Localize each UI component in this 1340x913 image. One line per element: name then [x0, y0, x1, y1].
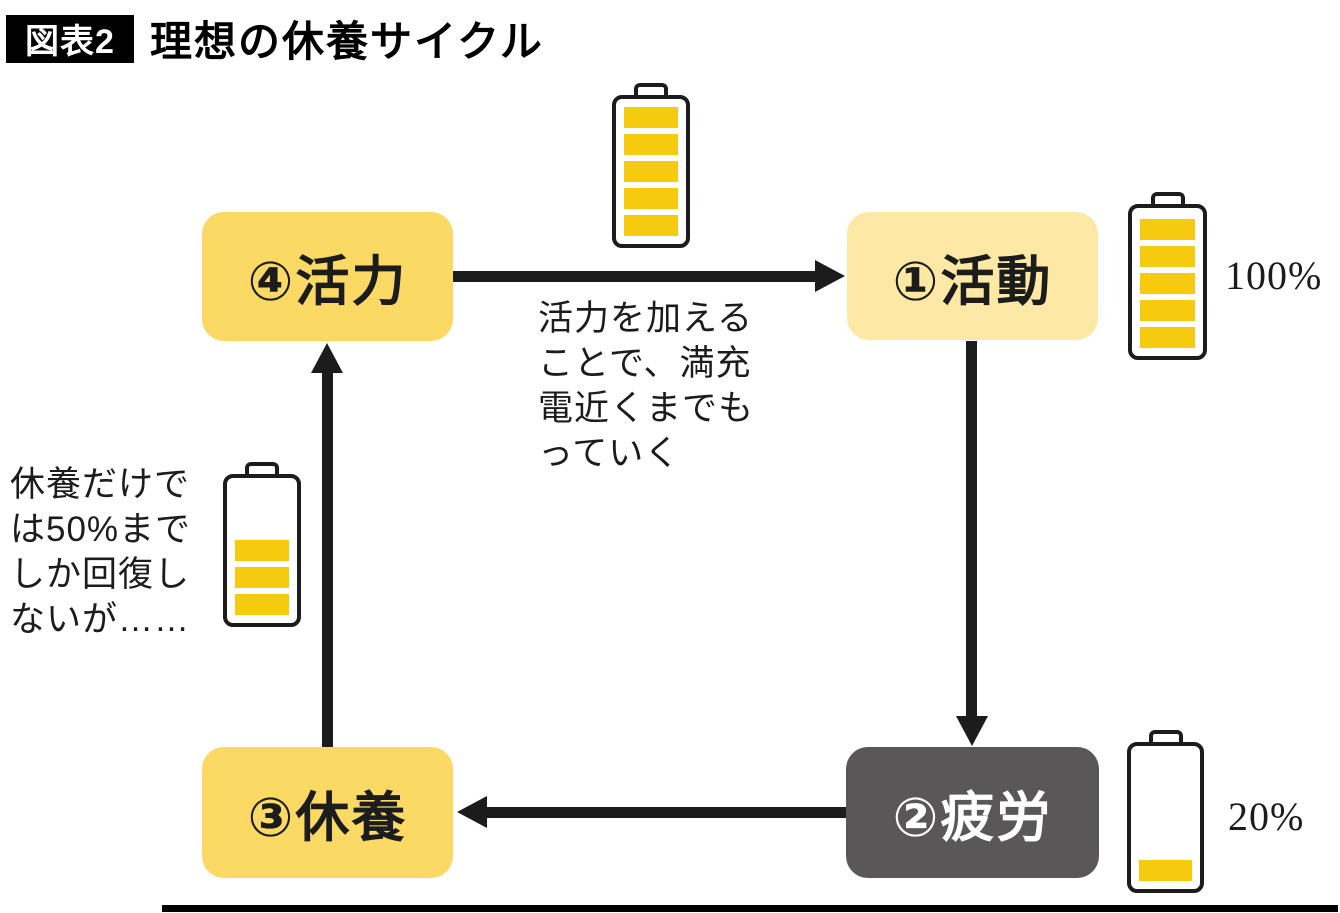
battery-body	[1128, 204, 1207, 360]
node-rest-label: ③休養	[247, 788, 408, 848]
battery-charge-bar	[624, 161, 678, 182]
node-fatigue: ②疲労	[846, 747, 1099, 878]
battery-charge-bar	[1140, 273, 1195, 294]
arrow-fatigue-to-rest-head	[457, 796, 487, 828]
battery-fatigue-20	[1127, 730, 1204, 893]
battery-charge-bar	[1140, 246, 1195, 267]
battery-body	[612, 95, 690, 248]
node-vitality-label: ④活力	[247, 252, 408, 312]
battery-activity-percent-label: 100%	[1225, 253, 1323, 298]
node-fatigue-label: ②疲労	[892, 788, 1053, 848]
annotation-rest-limit: 休養だけで は50%まで しか回復し ないが……	[10, 465, 192, 639]
battery-rest-50	[223, 462, 301, 627]
battery-charge-bar	[1140, 327, 1195, 348]
arrow-rest-to-vitality-head	[311, 343, 343, 373]
node-activity: ①活動	[847, 212, 1098, 340]
node-rest: ③休養	[202, 747, 453, 878]
battery-body	[223, 474, 301, 627]
arrow-fatigue-to-rest-line	[485, 807, 846, 818]
figure-number-badge: 図表2	[6, 14, 134, 63]
battery-body	[1127, 742, 1204, 893]
node-activity-label: ①活動	[892, 251, 1053, 312]
figure-bottom-rule	[162, 905, 1338, 912]
battery-charge-bar	[1140, 219, 1195, 240]
figure-header: 図表2 理想の休養サイクル	[6, 8, 544, 69]
battery-charge-bar	[624, 134, 678, 155]
battery-charge-bar	[624, 188, 678, 209]
arrow-vitality-to-activity-line	[453, 271, 817, 282]
arrow-activity-to-fatigue-head	[956, 716, 988, 746]
battery-charge-bar	[624, 215, 678, 236]
arrow-vitality-to-activity-head	[815, 260, 845, 292]
figure-title: 理想の休養サイクル	[150, 18, 544, 65]
battery-charge-bar	[235, 567, 289, 588]
battery-activity-100	[1128, 192, 1207, 360]
battery-charge-bar	[235, 594, 289, 615]
battery-charge-bar	[1140, 300, 1195, 321]
arrow-activity-to-fatigue-line	[966, 341, 977, 718]
battery-fatigue-percent-label: 20%	[1228, 794, 1305, 839]
annotation-recharge: 活力を加える ことで、満充 電近くまでも っていく	[538, 299, 755, 473]
battery-charge-bar	[1139, 860, 1192, 881]
arrow-rest-to-vitality-line	[322, 371, 333, 747]
battery-full-cycle	[612, 83, 690, 248]
battery-charge-bar	[624, 107, 678, 128]
node-vitality: ④活力	[202, 212, 453, 341]
battery-charge-bar	[235, 540, 289, 561]
